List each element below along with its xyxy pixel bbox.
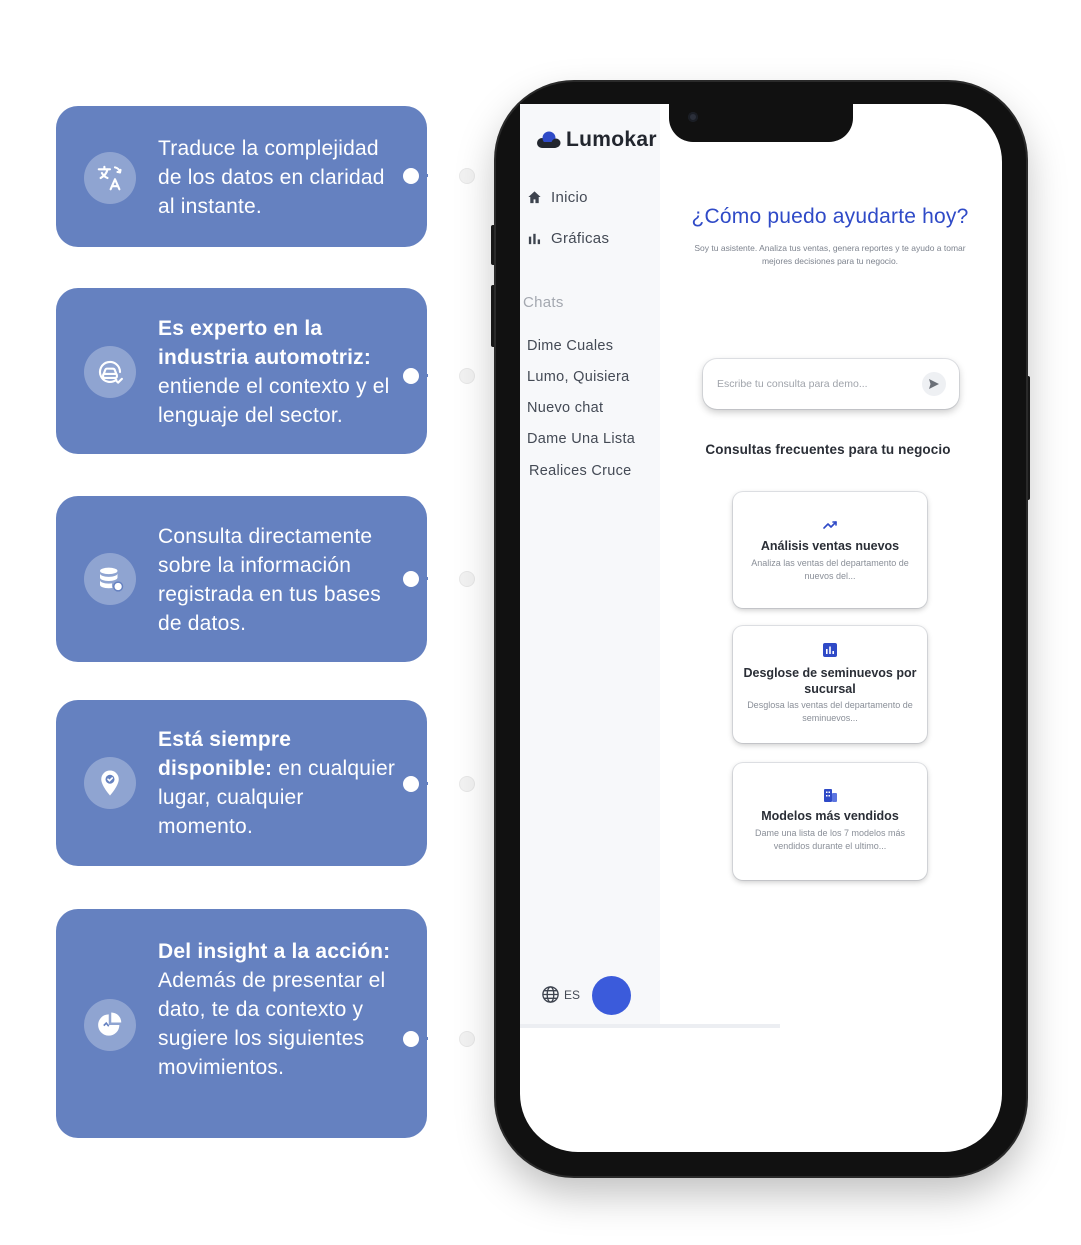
search-input[interactable] bbox=[715, 377, 922, 391]
chat-item[interactable]: Lumo, Quisiera bbox=[527, 369, 630, 385]
feature-body: en cualquier lugar, cualquier momento. bbox=[158, 757, 396, 838]
connector-dot bbox=[403, 368, 419, 384]
home-icon bbox=[528, 191, 541, 204]
feature-text: Es experto en la industria automotriz: e… bbox=[158, 314, 401, 430]
bar-chart-square-icon bbox=[823, 643, 837, 657]
nav-item-inicio[interactable]: Inicio bbox=[527, 189, 588, 206]
phone-notch bbox=[669, 100, 853, 142]
feature-card-database: Consulta directamente sobre la informaci… bbox=[56, 496, 427, 662]
chat-item[interactable]: Dame Una Lista bbox=[527, 431, 636, 447]
bar-chart-icon bbox=[528, 233, 541, 245]
connector-dot-end bbox=[459, 168, 475, 184]
connector-dot bbox=[403, 168, 419, 184]
query-desc: Analiza las ventas del departamento de n… bbox=[751, 558, 909, 581]
chat-item[interactable]: Dime Cuales bbox=[527, 338, 614, 354]
feature-body: Traduce la complejidad de los datos en c… bbox=[158, 137, 385, 218]
query-title: Modelos más vendidos bbox=[761, 809, 899, 823]
location-pin-icon bbox=[84, 757, 136, 809]
feature-text: Consulta directamente sobre la informaci… bbox=[158, 522, 401, 638]
user-avatar-button[interactable] bbox=[592, 976, 631, 1015]
pie-chart-icon bbox=[84, 999, 136, 1051]
divider bbox=[520, 1024, 780, 1028]
nav-label: Inicio bbox=[551, 189, 588, 206]
car-check-icon bbox=[84, 346, 136, 398]
phone-side-button bbox=[1024, 376, 1030, 500]
connector-dot-end bbox=[459, 776, 475, 792]
send-icon bbox=[929, 379, 939, 389]
phone-side-button bbox=[491, 225, 497, 265]
connector-dot bbox=[403, 1031, 419, 1047]
feature-body: Además de presentar el dato, te da conte… bbox=[158, 969, 386, 1079]
chats-section-label: Chats bbox=[523, 294, 564, 311]
feature-body: entiende el contexto y el lenguaje del s… bbox=[158, 375, 390, 427]
database-icon bbox=[84, 553, 136, 605]
feature-card-translate: Traduce la complejidad de los datos en c… bbox=[56, 106, 427, 247]
phone-side-button bbox=[491, 285, 497, 347]
feature-card-automotive: Es experto en la industria automotriz: e… bbox=[56, 288, 427, 454]
cloud-logo-icon bbox=[537, 131, 561, 148]
globe-icon bbox=[542, 986, 559, 1003]
connector-dot bbox=[403, 776, 419, 792]
send-button[interactable] bbox=[922, 372, 946, 396]
feature-text: Está siempre disponible: en cualquier lu… bbox=[158, 725, 401, 841]
connector-dot-end bbox=[459, 368, 475, 384]
feature-text: Traduce la complejidad de los datos en c… bbox=[158, 134, 401, 221]
connector-line bbox=[418, 782, 428, 785]
language-selector[interactable]: ES bbox=[541, 985, 580, 1004]
feature-card-insight: Del insight a la acción: Además de prese… bbox=[56, 909, 427, 1138]
translate-icon bbox=[84, 152, 136, 204]
connector-line bbox=[418, 577, 428, 580]
feature-bold: Está siempre disponible: bbox=[158, 728, 292, 780]
feature-text: Del insight a la acción: Además de prese… bbox=[158, 937, 401, 1082]
building-icon bbox=[824, 789, 837, 802]
page-subtitle: Soy tu asistente. Analiza tus ventas, ge… bbox=[694, 243, 966, 266]
page-title: ¿Cómo puedo ayudarte hoy? bbox=[691, 205, 969, 228]
query-desc: Dame una lista de los 7 modelos más vend… bbox=[754, 828, 906, 851]
frequent-queries-title: Consultas frecuentes para tu negocio bbox=[705, 442, 951, 457]
feature-bold: Es experto en la industria automotriz: bbox=[158, 317, 372, 369]
feature-bold: Del insight a la acción: bbox=[158, 940, 391, 963]
app-logo[interactable]: Lumokar bbox=[535, 128, 657, 152]
logo-text: Lumokar bbox=[566, 128, 657, 151]
nav-label: Gráficas bbox=[551, 230, 610, 247]
search-box bbox=[703, 359, 959, 409]
query-title: Análisis ventas nuevos bbox=[760, 539, 900, 553]
connector-line bbox=[418, 374, 428, 377]
app-sidebar bbox=[520, 104, 660, 1024]
query-title: Desglose de seminuevos por sucursal bbox=[743, 666, 917, 696]
nav-item-graficas[interactable]: Gráficas bbox=[527, 230, 609, 247]
connector-dot-end bbox=[459, 571, 475, 587]
chat-item[interactable]: Nuevo chat bbox=[527, 400, 604, 416]
connector-dot-end bbox=[459, 1031, 475, 1047]
connector-line bbox=[418, 174, 428, 177]
connector-line bbox=[418, 1037, 428, 1040]
connector-dot bbox=[403, 571, 419, 587]
trend-up-icon bbox=[823, 521, 837, 529]
query-card-modelos-vendidos[interactable]: Modelos más vendidos Dame una lista de l… bbox=[733, 763, 927, 880]
query-card-seminuevos[interactable]: Desglose de seminuevos por sucursal Desg… bbox=[733, 626, 927, 743]
camera-icon bbox=[688, 112, 698, 122]
feature-body: Consulta directamente sobre la informaci… bbox=[158, 525, 381, 635]
query-desc: Desglosa las ventas del departamento de … bbox=[747, 700, 913, 723]
feature-card-availability: Está siempre disponible: en cualquier lu… bbox=[56, 700, 427, 866]
language-label: ES bbox=[564, 987, 581, 1002]
query-card-ventas-nuevos[interactable]: Análisis ventas nuevos Analiza las venta… bbox=[733, 492, 927, 608]
chat-item[interactable]: Realices Cruce bbox=[529, 463, 632, 479]
